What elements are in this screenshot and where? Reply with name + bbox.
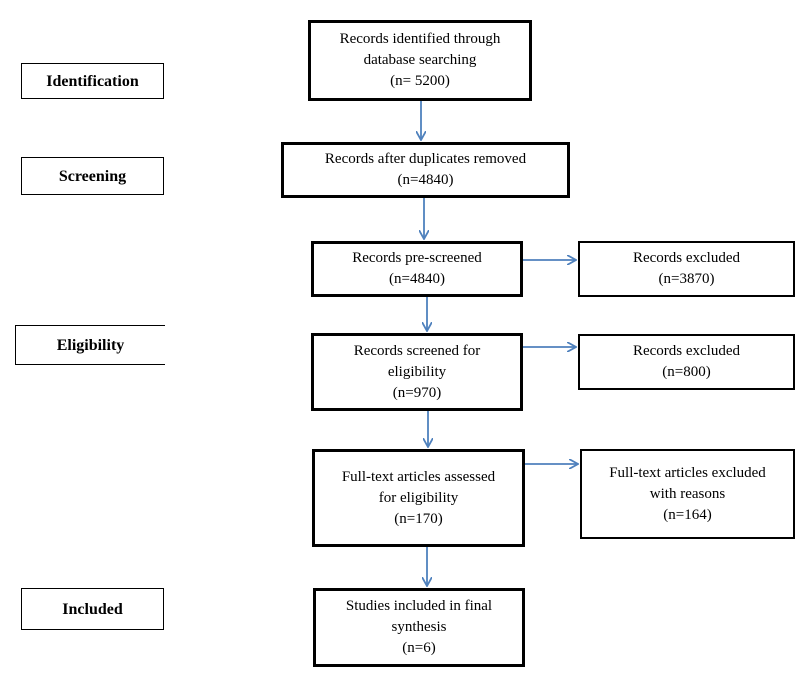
- box-fulltext-assessed-count: (n=170): [394, 510, 443, 527]
- box-fulltext-excluded-line1: Full-text articles excluded: [609, 464, 766, 481]
- box-records-after-duplicates-count: (n=4840): [397, 172, 454, 188]
- stage-included-label: Included: [62, 600, 123, 618]
- stage-identification-label: Identification: [46, 72, 139, 90]
- box-studies-included-line2: synthesis: [391, 619, 447, 635]
- box-records-after-duplicates-line1: Records after duplicates removed: [324, 151, 527, 167]
- box-fulltext-excluded-count: (n=164): [663, 506, 712, 523]
- box-fulltext-excluded: Full-text articles excluded with reasons…: [580, 449, 795, 539]
- stage-screening: Screening: [21, 157, 164, 195]
- box-records-excluded-2-count: (n=800): [662, 364, 711, 380]
- box-fulltext-excluded-line2: with reasons: [649, 485, 726, 502]
- box-fulltext-assessed-line1: Full-text articles assessed: [341, 468, 496, 485]
- box-records-excluded-2: Records excluded (n=800): [578, 334, 795, 390]
- box-studies-included-line1: Studies included in final: [345, 598, 493, 614]
- box-records-prescreened: Records pre-screened (n=4840): [311, 241, 523, 297]
- box-records-screened-line2: eligibility: [387, 363, 447, 380]
- box-records-excluded-1-line1: Records excluded: [632, 250, 741, 266]
- box-records-excluded-2-line1: Records excluded: [632, 343, 741, 359]
- box-records-identified-line2: database searching: [363, 52, 477, 68]
- box-records-identified: Records identified through database sear…: [308, 20, 532, 101]
- box-records-identified-count: (n= 5200): [390, 73, 450, 89]
- stage-included: Included: [21, 588, 164, 630]
- box-records-after-duplicates: Records after duplicates removed (n=4840…: [281, 142, 570, 198]
- stage-identification: Identification: [21, 63, 164, 99]
- box-records-screened-eligibility: Records screened for eligibility (n=970): [311, 333, 523, 411]
- stage-eligibility: Eligibility: [15, 325, 165, 365]
- box-records-identified-line1: Records identified through: [339, 31, 501, 47]
- box-records-prescreened-count: (n=4840): [389, 271, 445, 287]
- box-records-screened-line1: Records screened for: [353, 342, 481, 359]
- box-records-screened-count: (n=970): [392, 384, 442, 401]
- box-fulltext-assessed-line2: for eligibility: [378, 489, 459, 506]
- box-fulltext-assessed: Full-text articles assessed for eligibil…: [312, 449, 525, 547]
- box-studies-included-count: (n=6): [402, 640, 436, 656]
- box-records-excluded-1-count: (n=3870): [658, 271, 715, 287]
- stage-screening-label: Screening: [58, 167, 127, 185]
- box-studies-included: Studies included in final synthesis (n=6…: [313, 588, 525, 667]
- box-records-prescreened-line1: Records pre-screened: [352, 250, 482, 266]
- box-records-excluded-1: Records excluded (n=3870): [578, 241, 795, 297]
- stage-eligibility-label: Eligibility: [56, 336, 125, 354]
